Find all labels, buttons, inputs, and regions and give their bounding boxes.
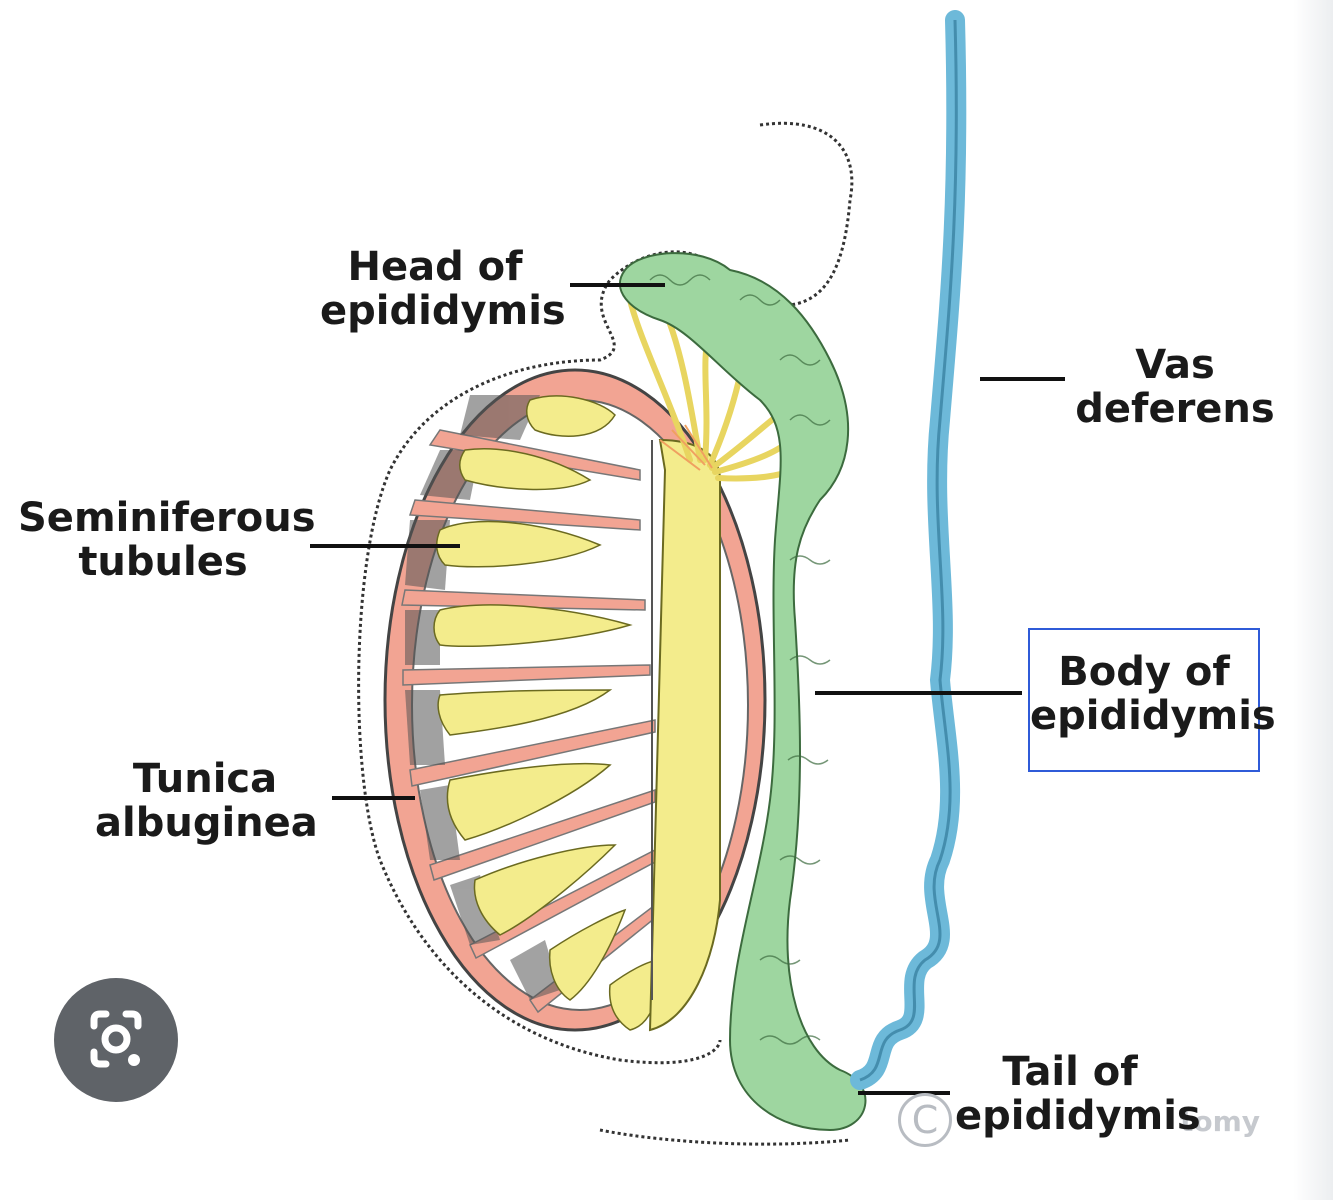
page-edge [1293, 0, 1333, 1200]
copyright-icon: C [898, 1093, 952, 1147]
tunica-vaginalis-outline [357, 121, 854, 1065]
label-head-line2: epididymis [320, 288, 566, 334]
label-vas-deferens: Vas deferens [1075, 343, 1275, 431]
highlight-box [1028, 628, 1260, 772]
label-head-of-epididymis: Head of epididymis [320, 244, 566, 334]
label-vas-line1: Vas [1135, 342, 1215, 388]
watermark: tomy [1180, 1105, 1261, 1138]
label-body-of-epididymis: Body of epididymis [1030, 649, 1276, 739]
label-tail-line2: epididymis [955, 1093, 1201, 1139]
label-head-line1: Head of [347, 244, 523, 290]
label-body-line1: Body of [1058, 649, 1230, 695]
label-tunica-line1: Tunica [132, 756, 278, 802]
label-tunica-line2: albuginea [95, 800, 318, 846]
seminiferous-tubules [433, 395, 661, 1031]
label-body-line2: epididymis [1030, 693, 1276, 739]
vas-deferens-edge [859, 19, 958, 1082]
label-vas-line2: deferens [1075, 386, 1275, 432]
label-seminiferous-line1: Seminiferous [18, 495, 316, 541]
label-seminiferous-line2: tubules [78, 539, 248, 585]
epididymis-shape [619, 252, 867, 1132]
image-search-button[interactable] [54, 978, 178, 1102]
image-search-icon [90, 1010, 142, 1068]
rete-testis [648, 438, 721, 1032]
vas-deferens-shape [850, 10, 967, 1090]
label-tail-of-epididymis: Tail of epididymis [955, 1049, 1201, 1139]
efferent-orange [659, 424, 713, 471]
label-tail-line1: Tail of [1002, 1049, 1138, 1095]
label-tunica-albuginea: Tunica albuginea [95, 756, 318, 846]
epididymis-coils [649, 274, 831, 1045]
bottom-dotted-line [599, 1128, 851, 1146]
label-seminiferous-tubules: Seminiferous tubules [18, 495, 316, 585]
